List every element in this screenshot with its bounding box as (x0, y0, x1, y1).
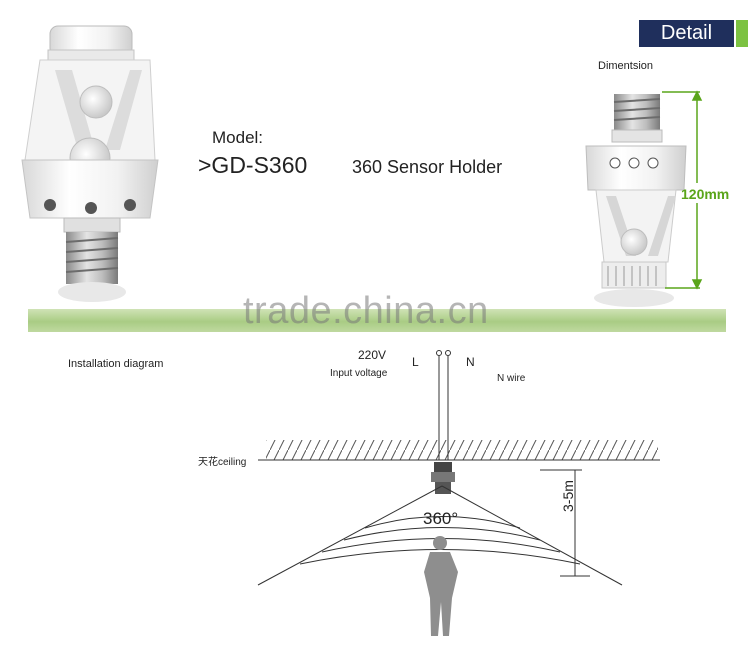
product-photo-left (21, 25, 159, 302)
model-code: >GD-S360 (198, 152, 308, 178)
wire-n-label: N (466, 355, 475, 369)
product-photo-right (585, 94, 687, 307)
detection-angle-label: 360° (423, 509, 459, 528)
product-name: 360 Sensor Holder (352, 157, 503, 177)
voltage-value: 220V (358, 348, 387, 362)
watermark-text: trade.china.cn (243, 290, 489, 332)
voltage-caption: Input voltage (330, 368, 388, 379)
n-wire-caption: N wire (497, 373, 526, 384)
detail-tab: Detail (639, 20, 734, 47)
detail-accent-bar (736, 20, 748, 47)
divider-band (28, 309, 726, 332)
installation-diagram-title: Installation diagram (68, 358, 164, 370)
installation-diagram (257, 350, 660, 636)
wire-l-label: L (412, 355, 419, 369)
dimension-label: Dimentsion (598, 60, 654, 72)
ceiling-label: 天花ceiling (198, 457, 247, 468)
person-silhouette (424, 536, 458, 636)
dimension-marker (662, 90, 703, 290)
mount-height-label: 3-5m (560, 480, 576, 512)
height-dimension-value: 120mm (681, 186, 730, 202)
model-label: Model: (212, 128, 264, 147)
